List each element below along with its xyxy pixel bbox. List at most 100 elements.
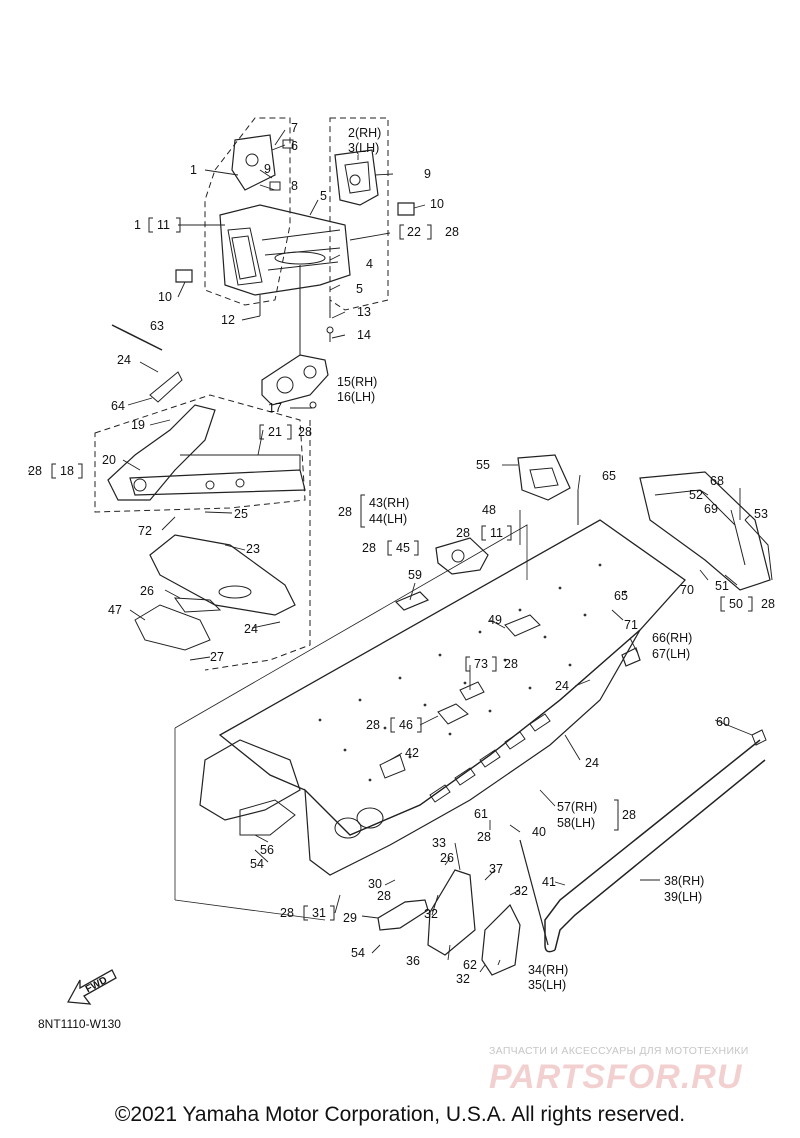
callout-26b: 26	[440, 851, 454, 865]
callout-41: 41	[542, 875, 556, 889]
callout-2: 2(RH)	[348, 126, 381, 140]
callout-22: 22	[407, 225, 421, 239]
callout-49: 49	[488, 613, 502, 627]
callout-1-11-b: 11	[157, 218, 170, 232]
callout-47: 47	[108, 603, 122, 617]
callout-19: 19	[131, 418, 145, 432]
callout-31-28: 28	[280, 906, 294, 920]
rear-parts-group	[378, 455, 772, 975]
callout-21-28: 28	[298, 425, 312, 439]
callout-5b: 5	[356, 282, 363, 296]
callout-32b: 32	[514, 884, 528, 898]
callout-24c: 24	[555, 679, 569, 693]
callout-54b: 54	[351, 946, 365, 960]
callout-10a: 10	[158, 290, 172, 304]
callout-labels: 1 2(RH) 3(LH) 4 5 5 6 7 8 9 9 10 10 1 11…	[28, 121, 775, 992]
callout-34: 34(RH)	[528, 963, 568, 977]
bracket-marks	[28, 218, 752, 920]
callout-52: 52	[689, 488, 703, 502]
callout-17: 17	[268, 401, 282, 415]
callout-40: 40	[532, 825, 546, 839]
callout-7: 7	[291, 121, 298, 135]
callout-27: 27	[210, 650, 224, 664]
callout-32a: 32	[424, 907, 438, 921]
watermark-tagline: ЗАПЧАСТИ И АКСЕССУАРЫ ДЛЯ МОТОТЕХНИКИ	[489, 1045, 749, 1057]
callout-45-28: 28	[362, 541, 376, 555]
callout-46: 46	[399, 718, 413, 732]
callout-60: 60	[716, 715, 730, 729]
callout-71: 71	[624, 618, 638, 632]
callout-12: 12	[221, 313, 235, 327]
callout-66: 66(RH)	[652, 631, 692, 645]
callout-33: 33	[432, 836, 446, 850]
callout-3: 3(LH)	[348, 141, 379, 155]
callout-51: 51	[715, 579, 729, 593]
callout-21: 21	[268, 425, 282, 439]
callout-38: 38(RH)	[664, 874, 704, 888]
callout-25: 25	[234, 507, 248, 521]
callout-32c: 32	[456, 972, 470, 986]
callout-67: 67(LH)	[652, 647, 690, 661]
callout-29: 29	[343, 911, 357, 925]
callout-65a: 65	[602, 469, 616, 483]
callout-18: 18	[60, 464, 74, 478]
callout-65b: 65	[614, 589, 628, 603]
callout-58: 58(LH)	[557, 816, 595, 830]
callout-22-28: 28	[445, 225, 459, 239]
callout-24d: 24	[585, 756, 599, 770]
callout-57: 57(RH)	[557, 800, 597, 814]
callout-24b: 24	[244, 622, 258, 636]
copyright-notice: ©2021 Yamaha Motor Corporation, U.S.A. A…	[114, 1103, 686, 1126]
upper-frame-group	[176, 118, 414, 408]
callout-9a: 9	[264, 162, 271, 176]
callout-57-28: 28	[622, 808, 636, 822]
callout-9b: 9	[424, 167, 431, 181]
callout-13: 13	[357, 305, 371, 319]
callout-23: 23	[246, 542, 260, 556]
fwd-arrow-icon: FWD	[68, 970, 116, 1004]
callout-1: 1	[190, 163, 197, 177]
callout-55: 55	[476, 458, 490, 472]
callout-24a: 24	[117, 353, 131, 367]
callout-11-48-28: 28	[456, 526, 470, 540]
callout-62: 62	[463, 958, 477, 972]
callout-14: 14	[357, 328, 371, 342]
callout-5a: 5	[320, 189, 327, 203]
callout-11-48: 11	[490, 526, 503, 540]
callout-54a: 54	[250, 857, 264, 871]
callout-30: 30	[368, 877, 382, 891]
callout-10b: 10	[430, 197, 444, 211]
callout-50: 50	[729, 597, 743, 611]
callout-59: 59	[408, 568, 422, 582]
callout-6: 6	[291, 139, 298, 153]
leader-lines	[123, 130, 752, 972]
callout-18-28: 28	[28, 464, 42, 478]
callout-73-28: 28	[504, 657, 518, 671]
callout-68: 68	[710, 474, 724, 488]
fwd-label: FWD	[84, 975, 109, 995]
callout-70: 70	[680, 583, 694, 597]
callout-28-61: 28	[477, 830, 491, 844]
callout-35: 35(LH)	[528, 978, 566, 992]
callout-42: 42	[405, 746, 419, 760]
callout-20: 20	[102, 453, 116, 467]
callout-50-28: 28	[761, 597, 775, 611]
callout-44: 44(LH)	[369, 512, 407, 526]
callout-46-28: 28	[366, 718, 380, 732]
callout-8: 8	[291, 179, 298, 193]
callout-69: 69	[704, 502, 718, 516]
callout-53: 53	[754, 507, 768, 521]
callout-63: 63	[150, 319, 164, 333]
callout-43-28: 28	[338, 505, 352, 519]
callout-56: 56	[260, 843, 274, 857]
callout-16: 16(LH)	[337, 390, 375, 404]
callout-39: 39(LH)	[664, 890, 702, 904]
callout-4: 4	[366, 257, 373, 271]
callout-43: 43(RH)	[369, 496, 409, 510]
callout-72: 72	[138, 524, 152, 538]
front-frame-group	[95, 325, 310, 670]
callout-64: 64	[111, 399, 125, 413]
callout-26a: 26	[140, 584, 154, 598]
tunnel-group	[175, 520, 685, 920]
